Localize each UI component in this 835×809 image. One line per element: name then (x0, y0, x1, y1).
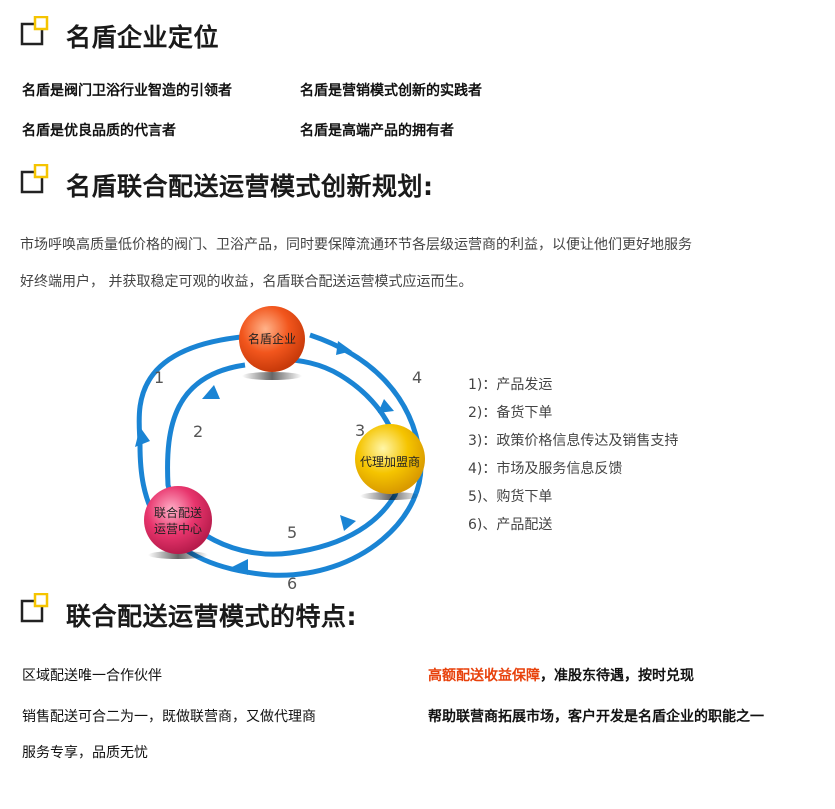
flow-number: 4 (412, 368, 423, 387)
legend-item: 6)、产品配送 (468, 517, 553, 533)
section-icon (20, 16, 49, 46)
legend-item: 1)：产品发运 (468, 377, 553, 393)
flow-arrow-inner (165, 356, 403, 557)
intro-paragraph-line: 好终端用户， 并获取稳定可观的收益，名盾联合配送运营模式应运而生。 (20, 274, 473, 290)
node-left-label-line1: 联合配送 (153, 506, 202, 520)
section2-title: 名盾联合配送运营模式创新规划: (66, 172, 434, 201)
flow-number: 3 (355, 421, 366, 440)
legend-item: 5)、购货下单 (468, 489, 553, 505)
positioning-item: 名盾是阀门卫浴行业智造的引领者 (22, 83, 232, 99)
section-icon (20, 593, 49, 623)
positioning-item: 名盾是高端产品的拥有者 (300, 123, 454, 139)
flow-arrow-outer (136, 332, 424, 578)
node-left (144, 486, 212, 554)
section3-title: 联合配送运营模式的特点: (66, 602, 357, 631)
intro-paragraph-line: 市场呼唤高质量低价格的阀门、卫浴产品，同时要保障流通环节各层级运营商的利益，以便… (20, 237, 692, 253)
legend-item: 4)：市场及服务信息反馈 (468, 461, 623, 477)
arrowhead (202, 385, 220, 399)
feature-item: 销售配送可合二为一，既做联营商，又做代理商 (22, 709, 316, 725)
arrowhead (135, 427, 150, 447)
section-icon (20, 164, 49, 194)
positioning-item: 名盾是优良品质的代言者 (22, 123, 176, 139)
feature-text: ，准股东待遇，按时兑现 (540, 668, 694, 684)
feature-item: 服务专享，品质无忧 (22, 745, 148, 761)
section1-title: 名盾企业定位 (66, 23, 220, 52)
highlight-text: 高额配送收益保障 (428, 668, 540, 684)
legend-item: 3)：政策价格信息传达及销售支持 (468, 433, 679, 449)
flow-number: 1 (154, 368, 165, 387)
node-right (355, 424, 425, 494)
node-shadow (242, 372, 302, 380)
node-shadow (148, 551, 208, 559)
arrowhead (232, 559, 248, 575)
positioning-item: 名盾是营销模式创新的实践者 (300, 83, 482, 99)
node-shadow (360, 492, 420, 500)
node-left-label-line2: 运营中心 (153, 522, 202, 536)
feature-item: 帮助联营商拓展市场，客户开发是名盾企业的职能之一 (428, 709, 764, 725)
arrowhead (336, 341, 352, 355)
node-right-label: 代理加盟商 (359, 455, 420, 469)
flow-number: 5 (287, 523, 298, 542)
feature-item-highlight: 高额配送收益保障，准股东待遇，按时兑现 (428, 665, 694, 685)
node-top (239, 306, 305, 372)
arrowhead (378, 399, 394, 413)
legend-item: 2)：备货下单 (468, 405, 553, 421)
arrowhead (340, 515, 356, 531)
flow-diagram (135, 306, 425, 578)
flow-number: 2 (193, 422, 204, 441)
flow-number: 6 (287, 574, 298, 593)
node-top-label: 名盾企业 (247, 332, 296, 346)
feature-item: 区域配送唯一合作伙伴 (22, 668, 162, 684)
